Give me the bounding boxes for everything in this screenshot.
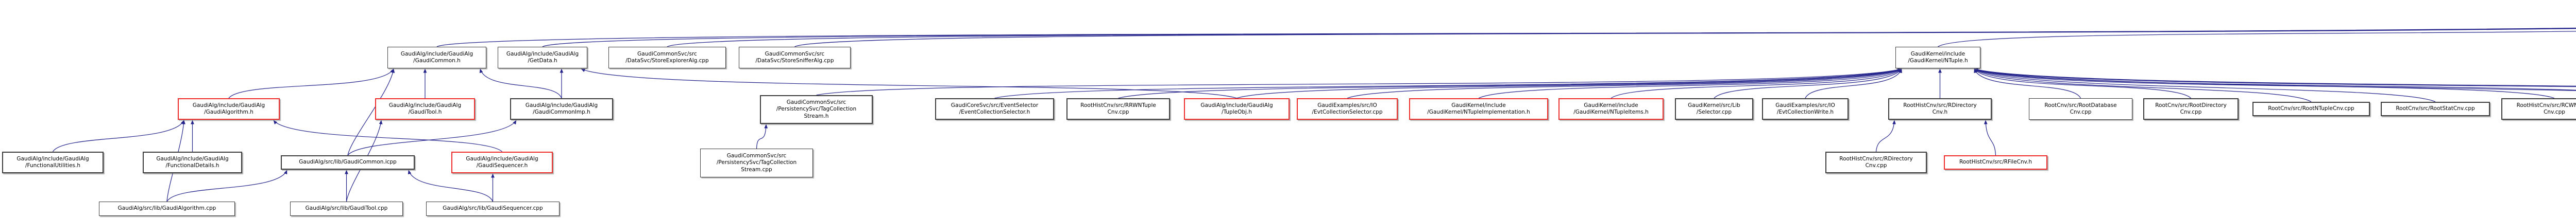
graph-edge-evtcollwrite_h-to-ntuple_h: [1805, 68, 1902, 99]
graph-edge-ntupleitems_h-to-ntuple_h: [1611, 68, 1902, 99]
graph-node-rootdatabasecnv[interactable]: RootCnv/src/RootDatabase Cnv.cpp: [2029, 98, 2132, 120]
graph-node-tupleobj_h[interactable]: GaudiAlg/include/GaudiAlg /TupleObj.h: [1184, 98, 1290, 120]
graph-node-gaudisequencer_h[interactable]: GaudiAlg/include/GaudiAlg /GaudiSequence…: [451, 152, 553, 173]
graph-node-rootstatcnv[interactable]: RootCnv/src/RootStatCnv.cpp: [2381, 102, 2490, 116]
graph-edge-rootntuplecnv-to-ntuple_h: [1974, 68, 2312, 102]
graph-node-gauditool_h[interactable]: GaudiAlg/include/GaudiAlg /GaudiTool.h: [375, 98, 475, 120]
graph-edge-gaudisequencer_h-to-gaudialgorithm_h: [273, 120, 502, 152]
graph-node-gaudicommon_icpp[interactable]: GaudiAlg/src/lib/GaudiCommon.icpp: [281, 155, 415, 170]
graph-edge-rntuplecnv-to-ntuple_h: [1974, 68, 2576, 91]
graph-node-gaudisequencer_cpp[interactable]: GaudiAlg/src/lib/GaudiSequencer.cpp: [426, 202, 560, 216]
graph-node-gaudialgorithm_h[interactable]: GaudiAlg/include/GaudiAlg /GaudiAlgorith…: [178, 98, 280, 120]
graph-edge-gaudicommonimp_h-to-gaudicommon_h: [479, 68, 562, 99]
graph-edge-ntupleimpl_h-to-ntuple_h: [1478, 68, 1902, 99]
graph-edge-rcwntuplecnv-to-ntuple_h: [1974, 68, 2555, 99]
graph-edge-collclone-to-ntuple_h: [1974, 68, 2576, 86]
graph-edge-rootdirectorycnv-to-ntuple_h: [1974, 68, 2191, 99]
graph-node-rrwntuplecnv[interactable]: RootHistCnv/src/RRWNTuple Cnv.cpp: [1066, 98, 1170, 120]
graph-node-tagcollstream_cpp[interactable]: GaudiCommonSvc/src /PersistencySvc/TagCo…: [700, 149, 813, 177]
graph-edge-tagcollstream_cpp-to-tagcollstream_h: [756, 124, 768, 149]
graph-edge-rootdatabasecnv-to-ntuple_h: [1974, 68, 2081, 99]
graph-node-gaudialgorithm_cpp[interactable]: GaudiAlg/src/lib/GaudiAlgorithm.cpp: [99, 202, 235, 216]
graph-node-rdirectorycnv_cpp[interactable]: RootHistCnv/src/RDirectory Cnv.cpp: [1825, 152, 1927, 173]
graph-node-gauditool_cpp[interactable]: GaudiAlg/src/lib/GaudiTool.cpp: [290, 202, 403, 216]
graph-node-evtcollselector_cpp[interactable]: GaudiExamples/src/IO /EvtCollectionSelec…: [1297, 98, 1398, 120]
graph-edge-gaudicommon_icpp-to-gaudicommonimp_h: [347, 120, 517, 156]
graph-edge-storesniffer-to-root: [794, 28, 2576, 47]
graph-node-rdirectorycnv_h[interactable]: RootHistCnv/src/RDirectory Cnv.h: [1888, 98, 1992, 120]
graph-node-gaudicommon_h[interactable]: GaudiAlg/include/GaudiAlg /GaudiCommon.h: [387, 47, 486, 68]
graph-edge-gaudisequencer_cpp-to-gaudicommon_icpp: [408, 170, 494, 202]
graph-node-getdata_h[interactable]: GaudiAlg/include/GaudiAlg /GetData.h: [498, 47, 587, 68]
graph-node-gaudicommonimp_h[interactable]: GaudiAlg/include/GaudiAlg /GaudiCommonIm…: [510, 98, 613, 120]
graph-node-storeexplorer[interactable]: GaudiCommonSvc/src /DataSvc/StoreExplore…: [608, 47, 726, 68]
graph-edge-funcutil-to-gaudialgorithm_h: [52, 120, 184, 152]
graph-node-evtcollsel_h[interactable]: GaudiCoreSvc/src/EventSelector /EventCol…: [935, 98, 1054, 120]
graph-node-ntupleimpl_h[interactable]: GaudiKernel/include /GaudiKernel/NTupleI…: [1409, 98, 1548, 120]
graph-edge-evtcollsel_h-to-ntuple_h: [994, 68, 1902, 99]
graph-edge-rfilecnv_h-to-rdirectorycnv_h: [1984, 120, 1996, 156]
graph-node-rootntuplecnv[interactable]: RootCnv/src/RootNTupleCnv.cpp: [2252, 102, 2370, 116]
graph-edge-ntuplealg_h-to-ntuple_h: [1974, 68, 2576, 90]
graph-edge-randomnumberalg_h-to-ntuple_h: [1974, 68, 2576, 87]
graph-node-ntuple_h[interactable]: GaudiKernel/include /GaudiKernel/NTuple.…: [1895, 47, 1980, 68]
graph-node-storesniffer[interactable]: GaudiCommonSvc/src /DataSvc/StoreSniffer…: [739, 47, 851, 68]
graph-node-selector_cpp[interactable]: GaudiKernel/src/Lib /Selector.cpp: [1675, 98, 1753, 120]
graph-edge-gaudialgorithm_cpp-to-gaudicommon_icpp: [166, 170, 287, 202]
graph-edge-gaudialgorithm_h-to-gaudicommon_h: [228, 68, 394, 99]
graph-node-funcdetails[interactable]: GaudiAlg/include/GaudiAlg /FunctionalDet…: [143, 152, 242, 173]
graph-edge-evtcollselector_cpp-to-ntuple_h: [1347, 68, 1902, 99]
graph-edge-ntuple_h-to-root: [1938, 31, 2576, 47]
graph-node-evtcollwrite_h[interactable]: GaudiExamples/src/IO /EvtCollectionWrite…: [1762, 98, 1849, 120]
graph-edge-rdirectorycnv_cpp-to-rdirectorycnv_h: [1875, 120, 1896, 152]
graph-node-ntupleitems_h[interactable]: GaudiKernel/include /GaudiKernel/NTupleI…: [1558, 98, 1664, 120]
graph-node-rcwntuplecnv[interactable]: RootHistCnv/src/RCWNTuple Cnv.cpp: [2501, 98, 2576, 120]
graph-edge-gaudicommon_icpp-to-gaudicommon_h: [347, 68, 395, 156]
graph-edge-tupleobj_h-to-ntuple_h: [1236, 68, 1902, 99]
graph-edge-tupleobj_h-to-getdata_h: [581, 68, 1237, 99]
graph-node-rfilecnv_h[interactable]: RootHistCnv/src/RFileCnv.h: [1944, 155, 2047, 170]
graph-edge-selector_cpp-to-ntuple_h: [1714, 68, 1902, 99]
graph-edge-rrwntuplecnv-to-ntuple_h: [1118, 68, 1902, 99]
graph-edge-rootstatcnv-to-ntuple_h: [1974, 68, 2436, 102]
graph-node-rootdirectorycnv[interactable]: RootCnv/src/RootDirectory Cnv.cpp: [2143, 98, 2239, 120]
graph-node-funcutil[interactable]: GaudiAlg/include/GaudiAlg /FunctionalUti…: [2, 152, 104, 173]
graph-node-tagcollstream_h[interactable]: GaudiCommonSvc/src /PersistencySvc/TagCo…: [760, 95, 873, 124]
graph-edge-tagcollstream_h-to-ntuple_h: [816, 68, 1902, 96]
